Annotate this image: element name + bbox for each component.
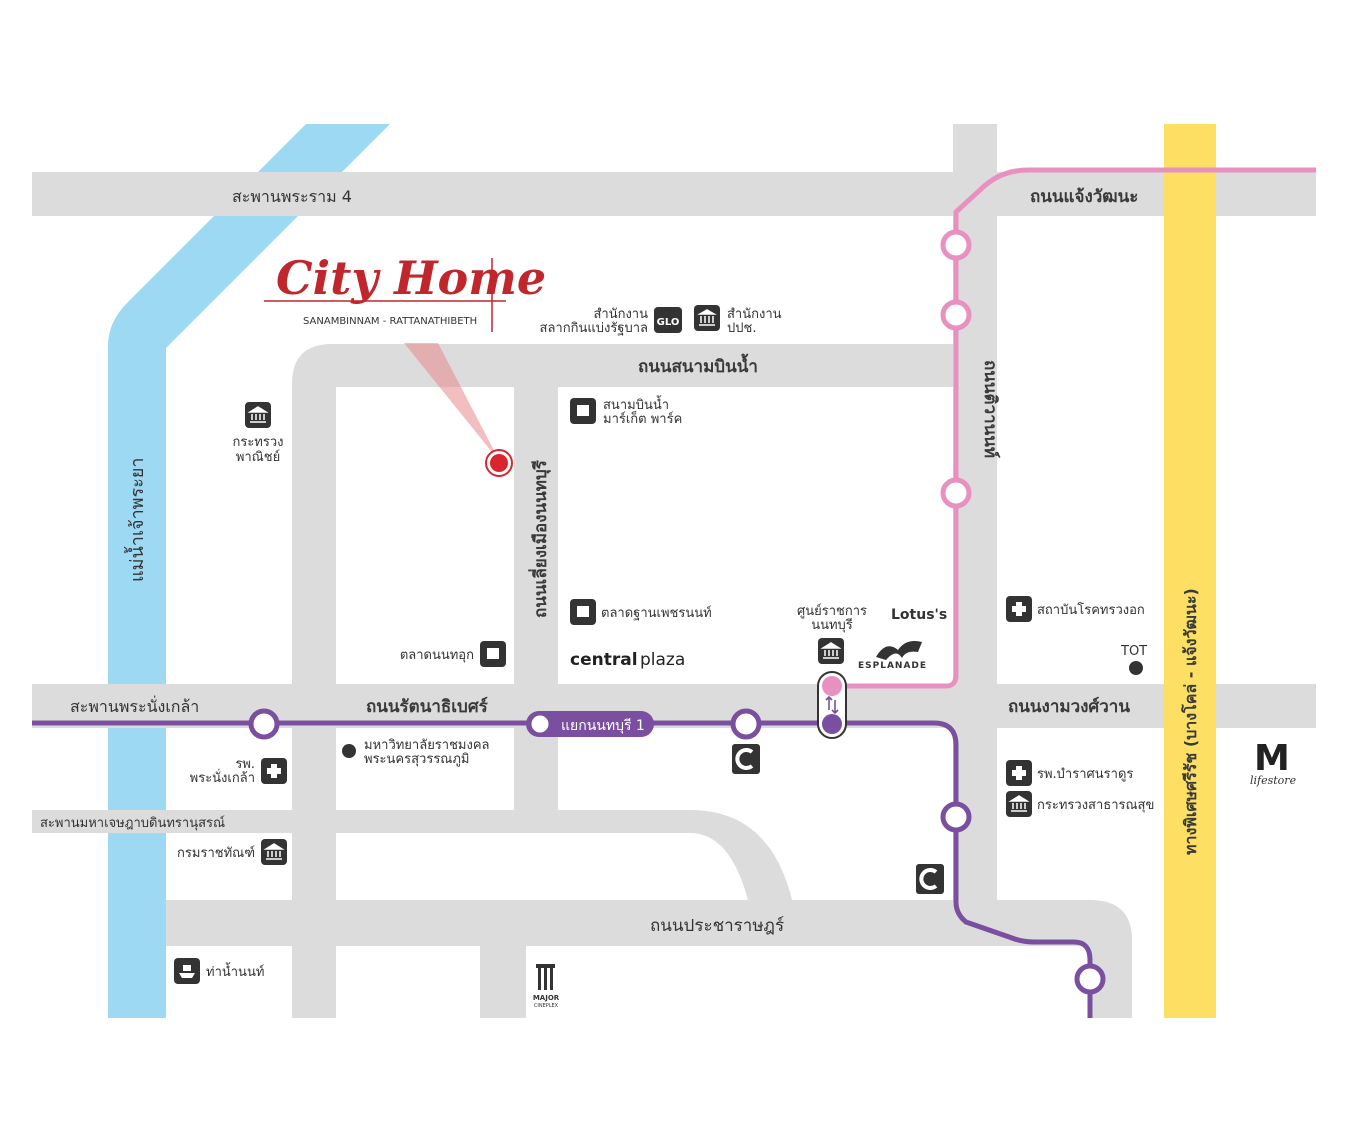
glo-label-2: สลากกินแบ่งรัฐบาล: [540, 321, 648, 336]
city-home-logo: City Home SANAMBINNAM - RATTANATHIBETH: [264, 251, 546, 332]
ministry-commerce-icon: [245, 402, 271, 428]
label-rattanathibet: ถนนรัตนาธิเบศร์: [366, 696, 489, 717]
nonthaburi-market-icon: [480, 641, 506, 667]
pink-line: [846, 167, 1316, 689]
major-cineplex-icon: MAJOR CINEPLEX: [533, 964, 560, 1009]
glo-badge-text: GLO: [657, 317, 680, 328]
label-nangklao-bridge: สะพานพระนั่งเกล้า: [70, 695, 199, 716]
esplanade-logo-icon: [876, 641, 922, 660]
transfer-station: [817, 671, 847, 739]
purple-station-3: [940, 801, 972, 833]
rmutsb-label-1: มหาวิทยาลัยราชมงคล: [364, 738, 490, 753]
sanambinnam-market-label-1: สนามบินน้ำ: [603, 395, 669, 413]
label-rama4-bridge: สะพานพระราม 4: [232, 187, 352, 206]
label-liang-muang: ถนนเลี่ยงเมืองนนทบุรี: [528, 459, 551, 618]
pier-boat-icon: [174, 958, 200, 984]
interchange-label: แยกนนทบุรี 1: [561, 718, 645, 734]
label-tiwanon: ถนนติวานนท์: [980, 360, 1001, 458]
road-rama4-bridge: [32, 172, 1316, 216]
thoracic-institute-cross-icon: [1006, 596, 1032, 622]
pink-station-2: [940, 299, 972, 331]
rmutsb-dot: [342, 744, 356, 758]
pink-station-3: [940, 477, 972, 509]
expressway-si-rat: [1164, 124, 1216, 1018]
ministry-commerce-label-2: พาณิชย์: [236, 449, 280, 465]
nacc-label-1: สำนักงาน: [727, 307, 782, 322]
major-label-2: CINEPLEX: [534, 1003, 559, 1009]
label-maha-chesada-bridge: สะพานมหาเจษฎาบดินทรานุสรณ์: [40, 815, 225, 831]
road-network: [32, 124, 1316, 1018]
label-chaengwattana: ถนนแจ้งวัฒนะ: [1030, 187, 1138, 207]
road-maha-chesada: [32, 810, 792, 900]
label-sanambinnam: ถนนสนามบินน้ำ: [638, 353, 758, 377]
marker-beam: [404, 343, 500, 462]
nangklao-hospital-cross-icon: [261, 758, 287, 784]
thoracic-institute-label: สถาบันโรคทรวงอก: [1037, 602, 1145, 618]
river-chao-phraya: [108, 124, 390, 1018]
logo-tagline: SANAMBINNAM - RATTANATHIBETH: [303, 316, 477, 327]
nangklao-hospital-label-1: รพ.: [235, 757, 255, 772]
m-lifestore-letter: M: [1254, 738, 1290, 779]
public-health-label: กระทรวงสาธารณสุข: [1037, 798, 1154, 813]
tot-label: TOT: [1120, 644, 1147, 659]
purple-station-2: [730, 708, 762, 740]
label-ngamwongwan: ถนนงามวงศ์วาน: [1008, 696, 1130, 717]
purple-station-1: [248, 708, 280, 740]
lotus-label: Lotus's: [891, 607, 947, 623]
bamrasnaradura-cross-icon: [1006, 760, 1032, 786]
road-pracharat: [166, 900, 1132, 1018]
road-liang-muang: [514, 387, 558, 810]
public-health-icon: [1006, 791, 1032, 817]
centralplaza-text-b: plaza: [640, 650, 685, 670]
interchange-station: แยกนนทบุรี 1: [526, 711, 654, 737]
major-label-1: MAJOR: [533, 994, 560, 1002]
tot-dot: [1129, 661, 1143, 675]
m-lifestore-logo: M lifestore: [1250, 738, 1297, 787]
label-si-rat-expressway: ทางพิเศษศรีรัช (บางโคล่ - แจ้งวัฒนะ): [1180, 588, 1200, 855]
pier-label: ท่าน้ำนนท์: [206, 962, 264, 980]
bamrasnaradura-label: รพ.บำราศนราดูร: [1037, 767, 1133, 782]
centralplaza-text-a: central: [570, 650, 638, 670]
sanambinnam-market-label-2: มาร์เก็ต พาร์ค: [603, 409, 682, 427]
nacc-label-2: ปปช.: [727, 321, 756, 336]
gov-center-label-1: ศูนย์ราชการ: [797, 603, 867, 619]
logo-text: City Home: [276, 251, 546, 305]
glo-label-1: สำนักงาน: [593, 307, 648, 322]
purple-station-4: [1074, 963, 1106, 995]
gov-center-label-2: นนทบุรี: [811, 617, 853, 633]
corrections-icon: [261, 839, 287, 865]
pink-station-1: [940, 229, 972, 261]
rmutsb-label-2: พระนครสุวรรณภูมิ: [364, 752, 470, 767]
label-pracharat: ถนนประชาราษฎร์: [650, 916, 784, 936]
tan-petch-market-icon: [570, 599, 596, 625]
gov-center-icon: [818, 638, 844, 664]
ministry-commerce-label-1: กระทรวง: [232, 435, 283, 450]
location-marker-dot: [490, 454, 508, 472]
nacc-building-icon: [694, 305, 720, 331]
centralplaza-logo: central plaza: [570, 650, 685, 670]
central-c-logo-icon: [732, 744, 760, 774]
purple-line: [32, 720, 1093, 1018]
tan-petch-market-label: ตลาดฐานเพชรนนท์: [601, 605, 712, 621]
glo-logo-icon: GLO: [654, 307, 682, 333]
label-river: แม่น้ำเจ้าพระยา: [124, 457, 148, 582]
esplanade-label: ESPLANADE: [858, 661, 927, 671]
central-c-logo-icon-2: [916, 864, 944, 894]
nonthaburi-market-label: ตลาดนนทอุก: [400, 648, 474, 663]
corrections-label: กรมราชทัณฑ์: [177, 845, 255, 861]
transfer-arrows-icon: [825, 695, 839, 715]
m-lifestore-script: lifestore: [1250, 774, 1297, 787]
sanambinnam-market-icon: [570, 398, 596, 424]
nangklao-hospital-label-2: พระนั่งเกล้า: [190, 769, 255, 786]
